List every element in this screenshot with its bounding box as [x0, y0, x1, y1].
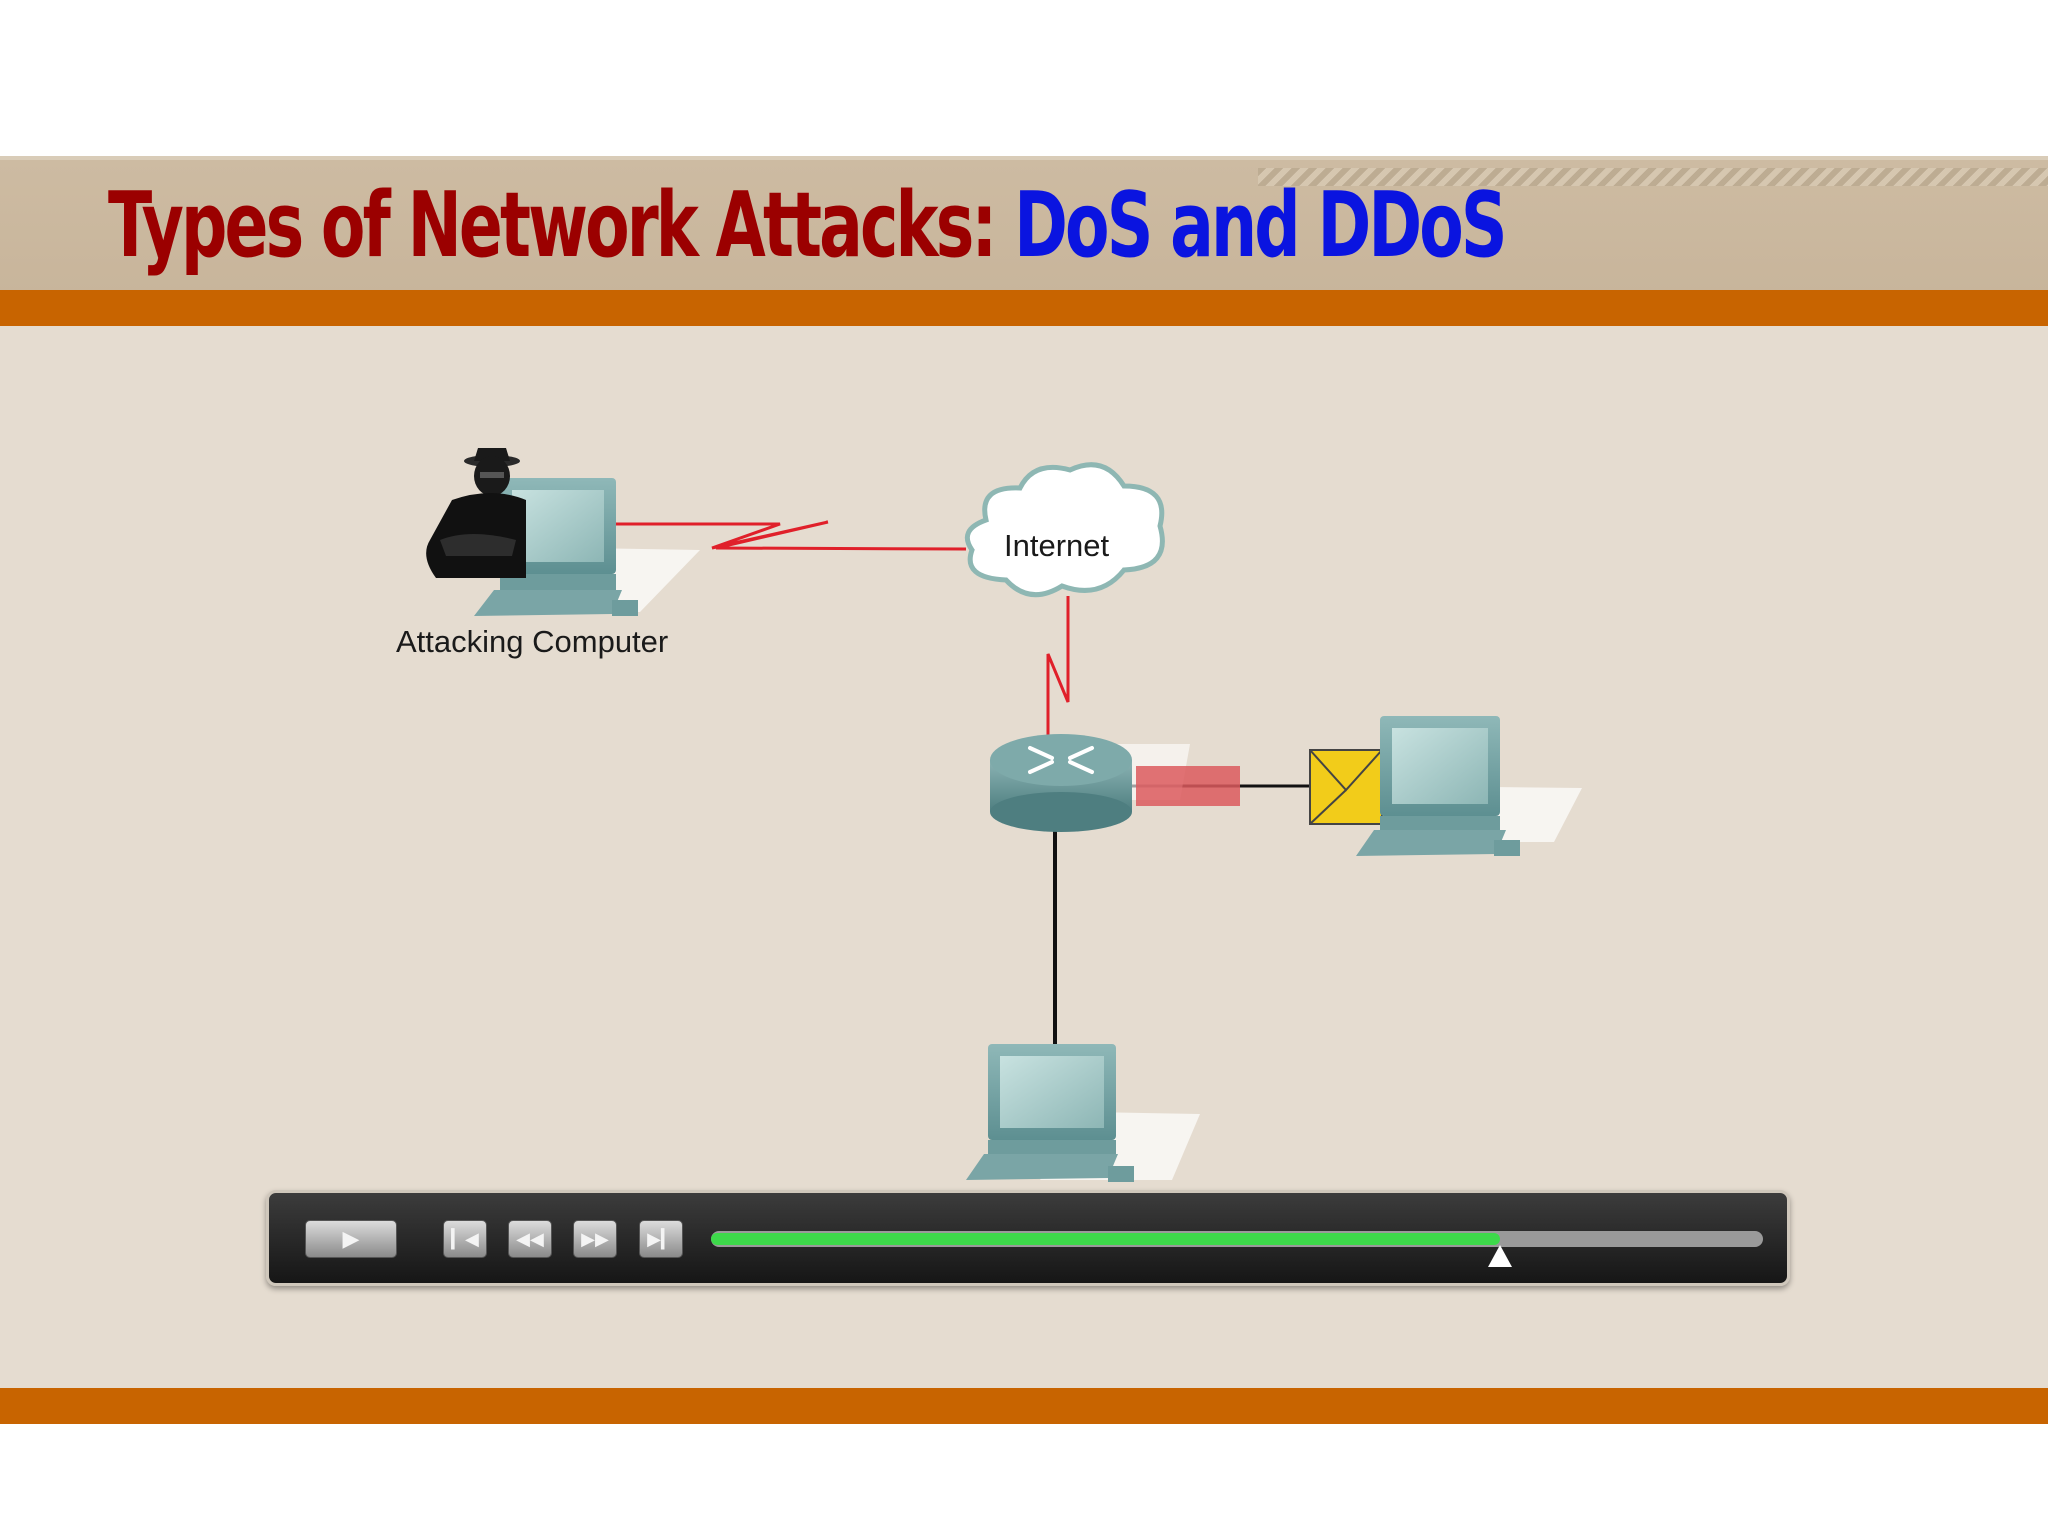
attacking-computer-label: Attacking Computer: [396, 624, 669, 659]
link-internet-router: [1046, 596, 1070, 738]
play-icon: ▶: [342, 1226, 360, 1252]
top-accent-bar: [0, 290, 2048, 326]
title-red-part: Types of Network Attacks:: [108, 173, 1015, 278]
rewind-icon: ◀◀: [516, 1228, 544, 1250]
media-player-controls: ▶ ▎◀ ◀◀ ▶▶ ▶▎: [266, 1190, 1790, 1286]
network-diagram: [426, 448, 1582, 1182]
skip-to-start-icon: ▎◀: [451, 1228, 479, 1250]
router-icon: [990, 734, 1190, 832]
flood-packet: [1136, 766, 1240, 806]
fast-forward-button[interactable]: ▶▶: [573, 1220, 617, 1258]
skip-to-end-button[interactable]: ▶▎: [639, 1220, 683, 1258]
internet-cloud-icon: [964, 462, 1165, 598]
attacking-computer: [474, 478, 700, 616]
slide-title: Types of Network Attacks: DoS and DDoS: [108, 166, 1508, 286]
progress-track[interactable]: [711, 1231, 1763, 1267]
bottom-accent-bar: [0, 1388, 2048, 1424]
link-attacker-internet: [612, 520, 967, 551]
rewind-button[interactable]: ◀◀: [508, 1220, 552, 1258]
target-computer: [1356, 716, 1582, 856]
hacker-icon: [426, 448, 526, 578]
fast-forward-icon: ▶▶: [581, 1228, 609, 1250]
internet-label: Internet: [1004, 528, 1110, 563]
progress-fill: [711, 1233, 1500, 1245]
title-blue-part: DoS and DDoS: [1014, 173, 1507, 278]
envelope-icon: [1309, 749, 1383, 825]
skip-to-start-button[interactable]: ▎◀: [443, 1220, 487, 1258]
play-button[interactable]: ▶: [305, 1220, 397, 1258]
skip-to-end-icon: ▶▎: [647, 1228, 675, 1250]
decorative-hatch: [1258, 168, 2048, 186]
bottom-computer: [966, 1044, 1200, 1182]
progress-thumb[interactable]: [1488, 1245, 1512, 1267]
